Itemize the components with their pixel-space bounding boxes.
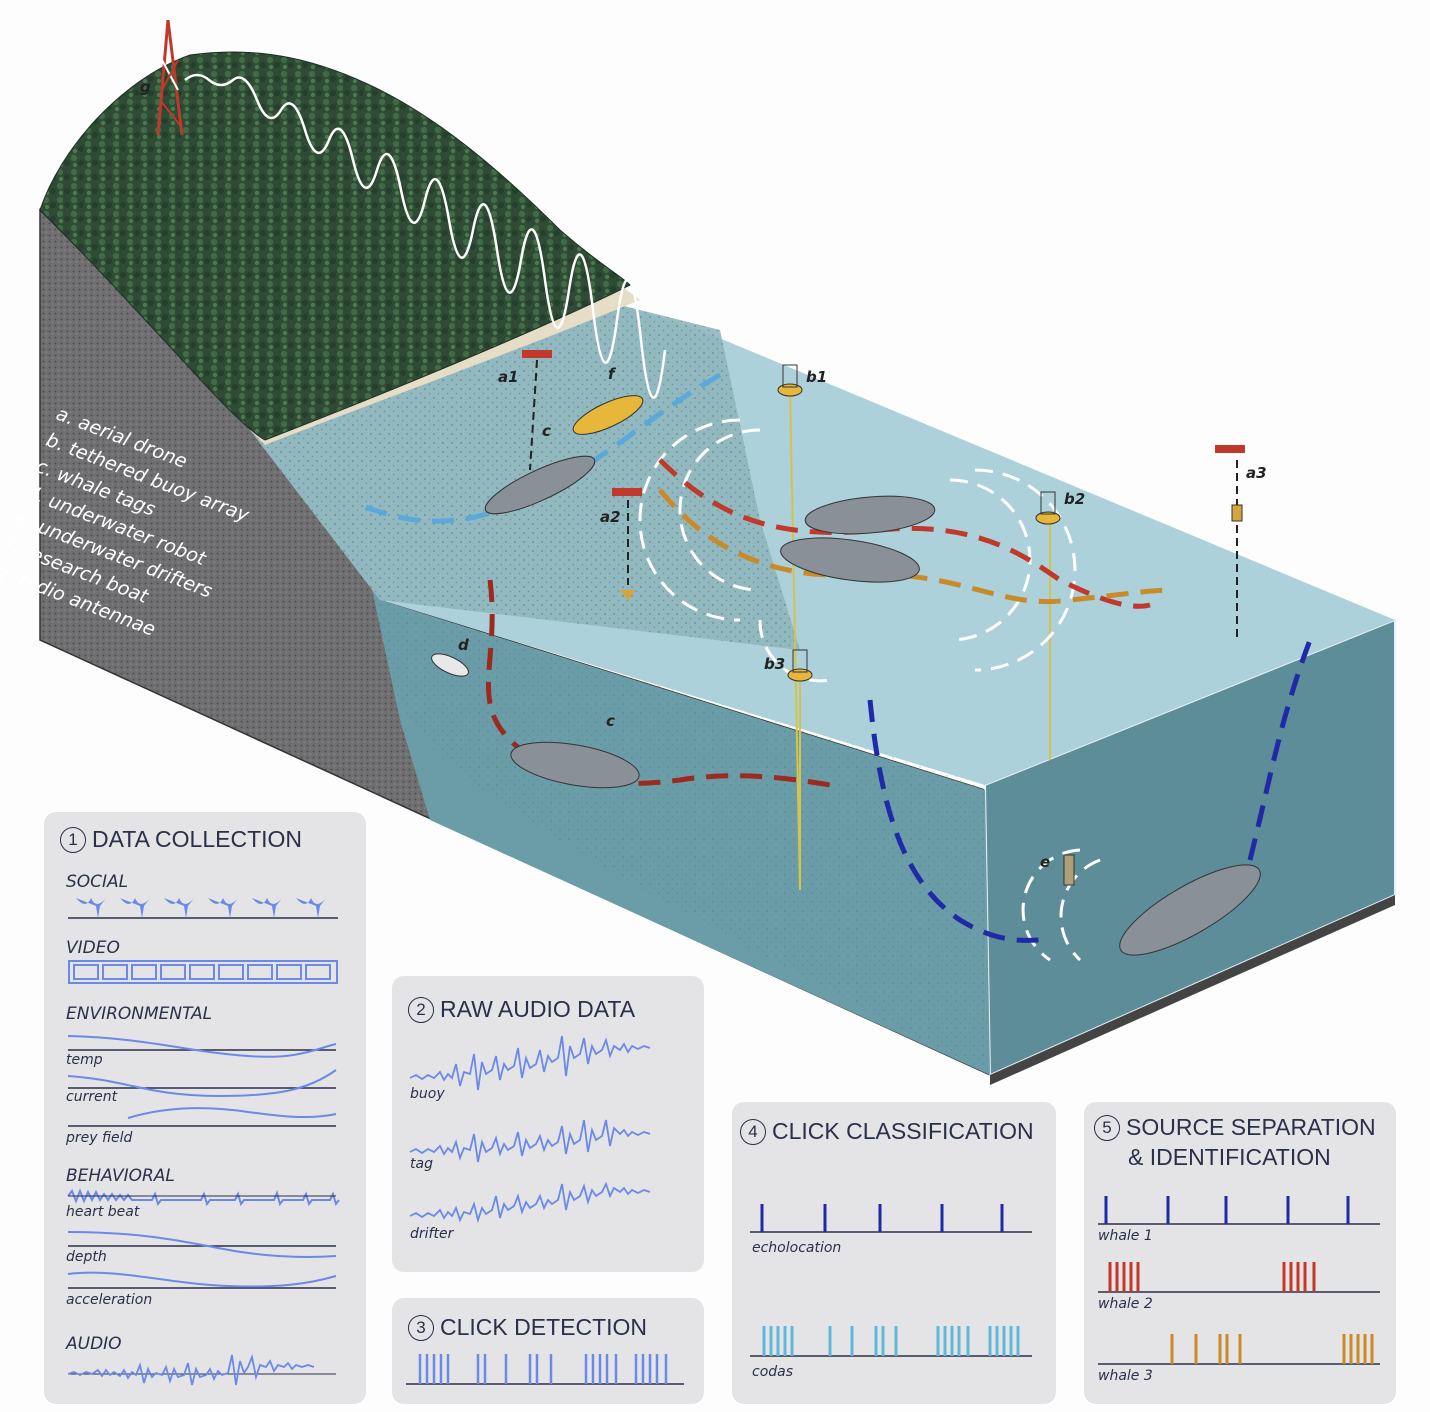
- drifter-label: drifter: [410, 1226, 454, 1242]
- prey-field-label: prey field: [66, 1130, 133, 1146]
- click-detection-trace: [406, 1354, 684, 1385]
- step-number: 4: [740, 1119, 766, 1145]
- step-number: 3: [408, 1315, 434, 1341]
- audio-label: AUDIO: [66, 1334, 122, 1354]
- whale-1-label: whale 1: [1098, 1228, 1153, 1244]
- whale-2-trace: [1098, 1262, 1380, 1293]
- codas-label: codas: [752, 1364, 794, 1380]
- heart-beat-label: heart beat: [66, 1204, 140, 1220]
- label-d: d: [458, 636, 469, 654]
- video-filmstrip: [68, 960, 338, 984]
- underwater-drifter: [1063, 854, 1075, 886]
- whale-pair-lower: [780, 537, 920, 583]
- tag-label: tag: [410, 1156, 433, 1172]
- codas-trace: [750, 1326, 1032, 1357]
- buoy-b1: [777, 364, 803, 397]
- radio-wave: [184, 73, 667, 399]
- forested-island: [39, 51, 631, 441]
- acceleration-label: acceleration: [66, 1292, 153, 1308]
- label-e: e: [1040, 853, 1051, 871]
- whale-3-label: whale 3: [1098, 1368, 1153, 1384]
- panel-title-text: RAW AUDIO DATA: [440, 996, 636, 1022]
- drone-a1: [522, 350, 552, 471]
- step-number: 2: [408, 997, 434, 1023]
- track-orange: [658, 488, 1171, 605]
- whale-1-trace: [1098, 1196, 1380, 1225]
- track-navy: [867, 639, 1313, 943]
- step-number: 1: [60, 827, 86, 853]
- audio-trace: [67, 1353, 336, 1386]
- panel-title-text-line2: & IDENTIFICATION: [1128, 1144, 1331, 1170]
- panel-title-text: DATA COLLECTION: [92, 826, 303, 852]
- current-label: current: [66, 1089, 118, 1105]
- label-a3: a3: [1246, 464, 1267, 482]
- panel-title-text: CLICK DETECTION: [440, 1314, 648, 1340]
- label-b2: b2: [1064, 490, 1086, 508]
- block-base: [990, 895, 1395, 1085]
- label-f: f: [608, 365, 615, 383]
- social-label: SOCIAL: [66, 872, 129, 892]
- panel-title-text-line1: SOURCE SEPARATION: [1126, 1114, 1376, 1140]
- behavioral-label: BEHAVIORAL: [66, 1166, 175, 1186]
- sonar-arcs: [638, 418, 1101, 962]
- label-b1: b1: [806, 368, 828, 386]
- label-a2: a2: [600, 508, 621, 526]
- whale-diving: [1119, 864, 1261, 956]
- raw-audio-traces: [409, 1035, 651, 1224]
- whale-surface-tagged: [484, 455, 596, 515]
- whale-pair-upper: [804, 495, 936, 535]
- environmental-label: ENVIRONMENTAL: [66, 1004, 213, 1024]
- label-a1: a1: [498, 368, 519, 386]
- environmental-traces: [67, 1035, 337, 1127]
- echolocation-trace: [750, 1204, 1032, 1233]
- radio-antenna: [156, 19, 184, 136]
- social-flukes-trace: [68, 898, 338, 919]
- buoy-b2: [1035, 491, 1061, 525]
- panel-title-text: CLICK CLASSIFICATION: [772, 1118, 1034, 1144]
- label-c-bottom: c: [606, 712, 615, 730]
- drone-a2: [612, 488, 642, 600]
- label-c-top: c: [542, 422, 551, 440]
- drone-a3: [1215, 445, 1245, 640]
- buoy-b3: [787, 649, 813, 682]
- underwater-robot: [431, 653, 469, 677]
- step-number: 5: [1094, 1115, 1120, 1141]
- track-red-surface: [658, 458, 1151, 609]
- label-b3: b3: [764, 655, 786, 673]
- buoy-tether-b1: [789, 389, 801, 891]
- label-g: g: [140, 78, 151, 96]
- temp-label: temp: [66, 1052, 103, 1068]
- research-boat: [572, 395, 644, 435]
- whale-2-label: whale 2: [1098, 1296, 1153, 1312]
- buoy-label: buoy: [410, 1086, 445, 1102]
- depth-label: depth: [66, 1249, 107, 1265]
- whale-3-trace: [1098, 1334, 1380, 1365]
- whale-deep-tagged: [510, 741, 640, 789]
- echolocation-label: echolocation: [752, 1240, 842, 1256]
- behavioral-traces: [67, 1188, 340, 1289]
- video-label: VIDEO: [66, 938, 120, 958]
